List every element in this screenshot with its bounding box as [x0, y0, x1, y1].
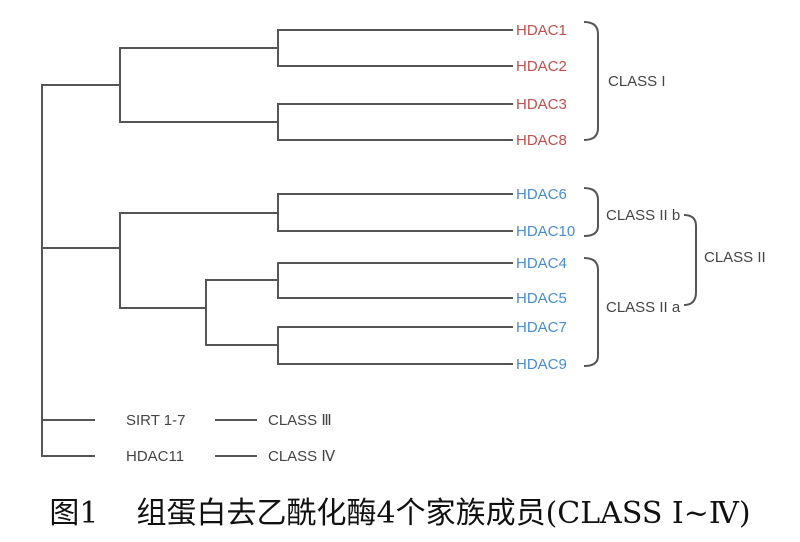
- leaf-hdac6: HDAC6: [516, 186, 567, 203]
- leaf-hdac8: HDAC8: [516, 132, 567, 149]
- caption-text: 组蛋白去乙酰化酶4个家族成员(CLASS Ⅰ~Ⅳ): [136, 496, 751, 531]
- leaf-hdac1: HDAC1: [516, 22, 567, 39]
- class-one-label: CLASS I: [608, 73, 666, 90]
- bracket-class-one: [583, 21, 599, 141]
- class-four-label: CLASS Ⅳ: [268, 448, 335, 465]
- figure-caption: 图1 组蛋白去乙酰化酶4个家族成员(CLASS Ⅰ~Ⅳ): [0, 478, 800, 542]
- class-two-b-label: CLASS II b: [606, 207, 680, 224]
- leaf-hdac3: HDAC3: [516, 96, 567, 113]
- leaf-sirt: SIRT 1-7: [126, 412, 185, 429]
- leaf-hdac2: HDAC2: [516, 58, 567, 75]
- class-labels: CLASS I CLASS II b CLASS II a CLASS II C…: [268, 73, 766, 465]
- leaf-hdac4: HDAC4: [516, 255, 567, 272]
- leaf-hdac10: HDAC10: [516, 223, 575, 240]
- leaf-hdac11: HDAC11: [126, 448, 184, 465]
- leaf-hdac5: HDAC5: [516, 290, 567, 307]
- bracket-class-two-a: [583, 257, 599, 367]
- leaf-hdac9: HDAC9: [516, 356, 567, 373]
- class-brackets: [583, 21, 697, 367]
- bracket-class-two-b: [583, 187, 599, 237]
- leaf-hdac7: HDAC7: [516, 319, 567, 336]
- figure-number: 图1: [49, 496, 99, 531]
- leaf-labels: HDAC1 HDAC2 HDAC3 HDAC8 HDAC6 HDAC10 HDA…: [126, 22, 575, 465]
- hdac-phylogenetic-tree: HDAC1 HDAC2 HDAC3 HDAC8 HDAC6 HDAC10 HDA…: [41, 21, 766, 465]
- tree-branches: [41, 29, 513, 457]
- class-two-label: CLASS II: [704, 249, 766, 266]
- class-two-a-label: CLASS II a: [606, 299, 681, 316]
- class-three-label: CLASS Ⅲ: [268, 412, 332, 429]
- bracket-class-two: [683, 214, 697, 306]
